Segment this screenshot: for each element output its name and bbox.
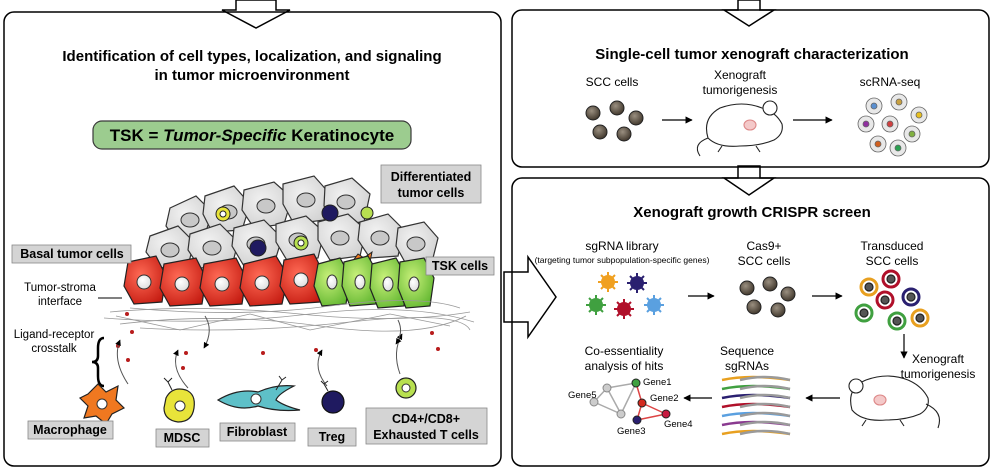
scrna-droplets (857, 93, 928, 157)
ligand-label-line1: Ligand-receptor (14, 329, 95, 341)
ligand-label-line2: crosstalk (31, 343, 77, 355)
basal-nuclei (136, 272, 309, 292)
signaling-arrows (115, 315, 403, 389)
coess-label-line2: analysis of hits (585, 359, 664, 373)
transduced-label-line1: Transduced (861, 239, 924, 253)
mdsc-cell (163, 377, 195, 423)
interface-label-line2: interface (38, 296, 82, 308)
xeno-label-line2: tumorigenesis (703, 83, 778, 97)
gene3-label: Gene3 (617, 426, 646, 437)
sequence-label-line1: Sequence (720, 344, 774, 358)
mouse-illustration-top (696, 100, 783, 157)
differentiated-label-box (380, 164, 482, 204)
sgrna-reads (721, 375, 791, 436)
stroma-fibers (103, 300, 475, 332)
xeno-bottom-label-line2: tumorigenesis (901, 367, 976, 381)
gene2-label: Gene2 (650, 393, 679, 404)
gene5-label: Gene5 (568, 390, 597, 401)
tcells-label-box (365, 407, 488, 445)
tsk-banner (92, 120, 412, 150)
coess-label-line1: Co-essentiality (585, 344, 664, 358)
tcells-label-line2: Exhausted T cells (373, 428, 479, 442)
mouse-illustration-bottom (848, 375, 941, 429)
left-panel-title-line2: in tumor microenvironment (154, 67, 349, 84)
treg-label-box (307, 427, 357, 447)
cas9-cells-cluster (739, 276, 796, 318)
arrow-left-to-right (503, 254, 557, 340)
basal-label-box (11, 244, 132, 264)
differentiated-label-line1: Differentiated (391, 170, 472, 184)
basal-label: Basal tumor cells (20, 247, 124, 261)
cas9-label-line2: SCC cells (738, 254, 791, 268)
fibroblast-label-box (219, 422, 296, 442)
macrophage-label: Macrophage (33, 423, 107, 437)
sgrna-library-viruses (586, 272, 664, 319)
tcells-label-line1: CD4+/CD8+ (392, 412, 460, 426)
scrna-label: scRNA-seq (860, 75, 921, 89)
tcell-cell (395, 377, 417, 399)
top-right-panel (511, 9, 990, 168)
left-panel-title-line1: Identification of cell types, localizati… (62, 48, 441, 65)
gene4-label: Gene4 (664, 419, 693, 430)
scc-cells-cluster (585, 100, 644, 142)
tsk-label-box (425, 256, 495, 276)
sgrna-label-line1: sgRNA library (585, 239, 658, 253)
treg-cell (320, 380, 345, 414)
scc-cells-label: SCC cells (586, 75, 639, 89)
xeno-label-line1: Xenograft (714, 68, 767, 82)
sequence-label-line2: sgRNAs (725, 359, 769, 373)
gene1-label: Gene1 (643, 377, 672, 388)
crosstalk-brace (91, 336, 105, 388)
mdsc-label-box (155, 428, 210, 448)
coessentiality-network (589, 378, 671, 425)
tsk-banner-text: TSK = Tumor-Specific Keratinocyte (110, 126, 395, 145)
top-right-title: Single-cell tumor xenograft characteriza… (595, 46, 908, 63)
tsk-label: TSK cells (432, 259, 488, 273)
treg-label: Treg (319, 430, 345, 444)
input-arrow-left (221, 0, 291, 29)
macrophage-label-box (27, 420, 114, 440)
cas9-label-line1: Cas9+ (746, 239, 781, 253)
transduced-cells-cluster (854, 269, 930, 331)
fibroblast-label: Fibroblast (227, 425, 288, 439)
macrophage-cell (78, 383, 126, 425)
input-arrow-top-right (721, 0, 777, 27)
bottom-right-title: Xenograft growth CRISPR screen (633, 204, 871, 221)
mdsc-label: MDSC (164, 431, 201, 445)
differentiated-label-line2: tumor cells (398, 186, 465, 200)
bottom-right-panel (511, 177, 990, 467)
fibroblast-cell (216, 375, 301, 412)
left-panel (3, 11, 502, 467)
tsk-nuclei (326, 274, 420, 292)
transduced-label-line2: SCC cells (866, 254, 919, 268)
sgrna-label-line2: (targeting tumor subpopulation-specific … (535, 255, 710, 265)
interface-label-line1: Tumor-stroma (24, 282, 96, 294)
xeno-bottom-label-line1: Xenograft (912, 352, 965, 366)
arrow-top-to-bottom-right (721, 165, 777, 196)
